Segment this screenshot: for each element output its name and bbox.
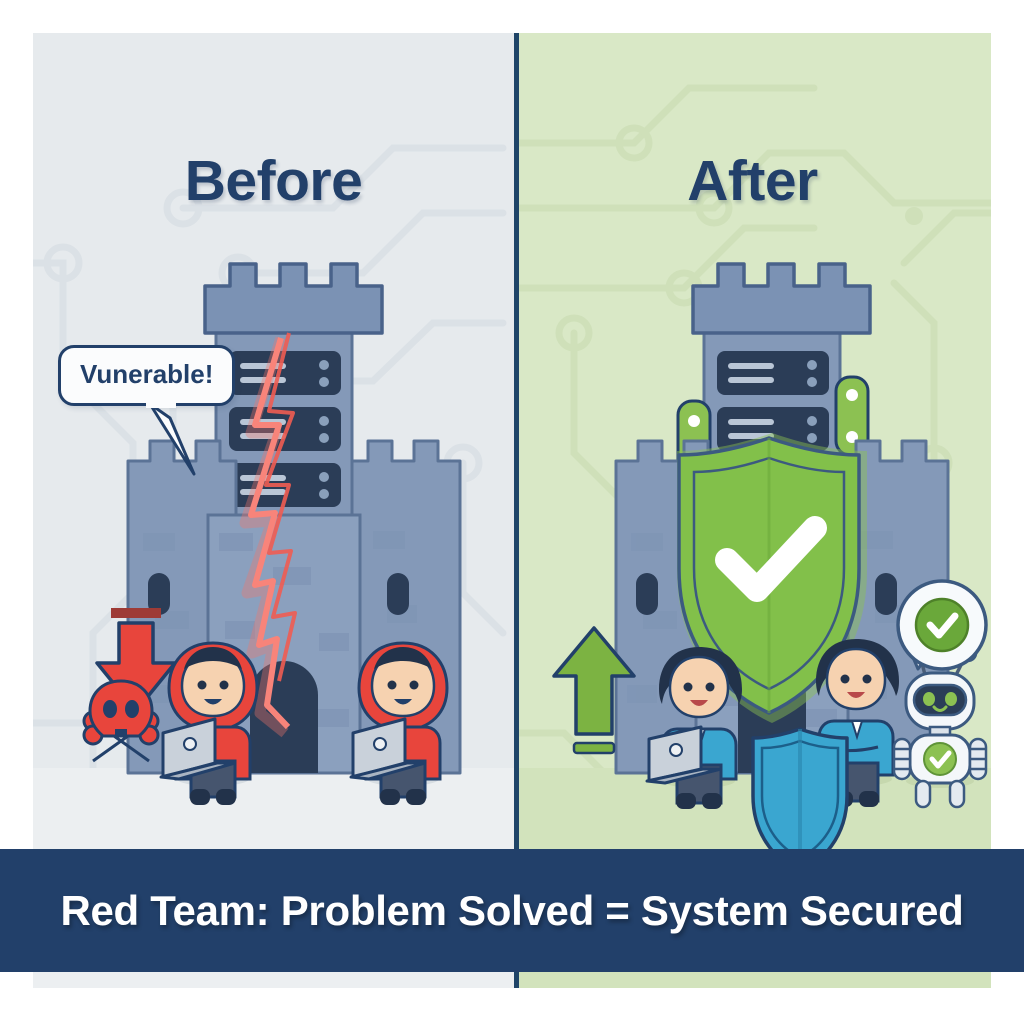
panel-divider — [514, 33, 519, 988]
green-shield-check-icon — [677, 433, 867, 723]
speech-bubble-text: Vunerable! — [58, 345, 236, 406]
speech-bubble-tail — [146, 402, 196, 476]
check-speech-bubble-icon — [896, 579, 988, 671]
caption-banner: Red Team: Problem Solved = System Secure… — [0, 849, 1024, 972]
hacker-character-icon — [349, 641, 449, 805]
comparison-panel: Before — [33, 33, 991, 988]
vulnerable-speech-bubble: Vunerable! — [58, 345, 236, 480]
before-panel: Before — [33, 33, 514, 988]
defender-character-icon — [645, 647, 742, 809]
red-lightning-crack-icon — [239, 332, 297, 738]
laptop-icon — [349, 717, 427, 781]
after-heading: After — [687, 149, 818, 213]
before-heading: Before — [184, 149, 363, 213]
banner-text: Red Team: Problem Solved = System Secure… — [60, 886, 964, 934]
laptop-icon — [645, 725, 723, 785]
after-panel: After — [514, 33, 991, 988]
